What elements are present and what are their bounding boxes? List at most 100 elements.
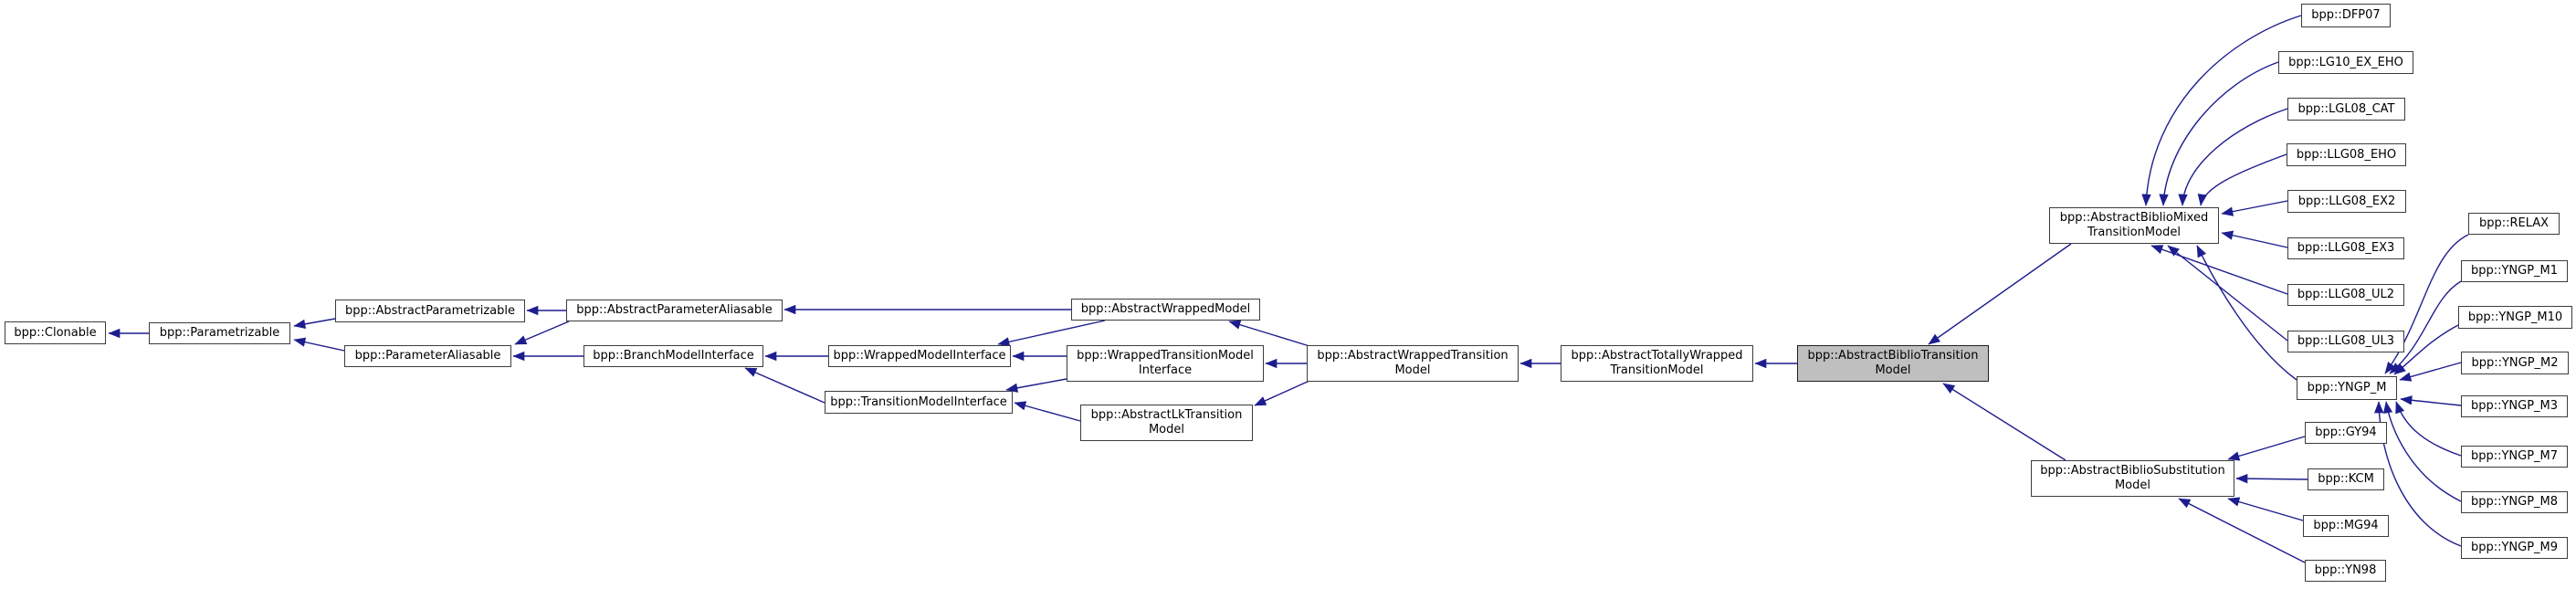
inheritance-edge-abstract_wrapped_model--wrapped_model_interface (997, 320, 1106, 347)
class-node-yngp_m2[interactable]: bpp::YNGP_M2 (2461, 352, 2569, 374)
class-node-clonable[interactable]: bpp::Clonable (5, 321, 106, 344)
class-node-label: bpp::GY94 (2315, 426, 2377, 439)
class-node-label: bpp::LLG08_EX3 (2297, 241, 2395, 255)
class-node-label: bpp::AbstractTotallyWrapped TransitionMo… (1571, 349, 1743, 377)
class-node-abstract_wrapped_transition_model[interactable]: bpp::AbstractWrappedTransition Model (1307, 345, 1519, 382)
class-node-label: bpp::YNGP_M7 (2470, 449, 2559, 463)
class-node-dfp07[interactable]: bpp::DFP07 (2301, 4, 2391, 27)
inheritance-edge-yngp_m2--yngp_m (2399, 362, 2462, 382)
class-node-branch_model_interface[interactable]: bpp::BranchModelInterface (584, 345, 763, 367)
class-node-label: bpp::YNGP_M8 (2470, 495, 2559, 509)
inheritance-edge-yn98--abstract_biblio_substitution_model (2178, 498, 2306, 563)
class-node-llg08_ex3[interactable]: bpp::LLG08_EX3 (2287, 237, 2404, 259)
inheritance-edge-yngp_m--abstract_biblio_mixed_transition_model (2196, 245, 2297, 381)
inheritance-edge-abstract_wrapped_transition_model--abstract_lk_transition_model (1254, 380, 1310, 406)
class-node-abstract_biblio_transition_model: bpp::AbstractBiblioTransition Model (1797, 345, 1989, 382)
inheritance-edge-llg08_ex2--abstract_biblio_mixed_transition_model (2221, 200, 2288, 216)
class-node-parametrizable[interactable]: bpp::Parametrizable (149, 322, 290, 344)
class-node-abstract_lk_transition_model[interactable]: bpp::AbstractLkTransition Model (1080, 405, 1253, 441)
class-node-label: bpp::YNGP_M (2307, 381, 2387, 394)
class-node-label: bpp::TransitionModelInterface (830, 394, 1007, 409)
inheritance-edge-abstract_biblio_mixed_transition_model--abstract_biblio_transition_model (1928, 243, 2072, 345)
class-node-transition_model_interface[interactable]: bpp::TransitionModelInterface (825, 391, 1013, 414)
class-node-abstract_parametrizable[interactable]: bpp::AbstractParametrizable (335, 300, 525, 322)
class-node-label: bpp::LLG08_EX2 (2297, 194, 2396, 208)
inheritance-edge-parameter_aliasable--parametrizable (293, 337, 345, 352)
class-node-label: bpp::YN98 (2314, 563, 2377, 577)
inheritance-edge-yngp_m3--yngp_m (2400, 395, 2462, 406)
class-node-label: bpp::RELAX (2478, 216, 2550, 230)
class-node-lgl08_cat[interactable]: bpp::LGL08_CAT (2287, 98, 2405, 121)
class-node-yngp_m10[interactable]: bpp::YNGP_M10 (2458, 306, 2572, 329)
class-node-llg08_ex2[interactable]: bpp::LLG08_EX2 (2287, 190, 2406, 213)
inheritance-edge-yngp_m8--yngp_m (2382, 401, 2462, 502)
class-node-label: bpp::MG94 (2313, 519, 2379, 532)
class-node-yn98[interactable]: bpp::YN98 (2305, 560, 2386, 582)
class-node-lg10_ex_eho[interactable]: bpp::LG10_EX_EHO (2278, 51, 2413, 74)
class-node-abstract_biblio_substitution_model[interactable]: bpp::AbstractBiblioSubstitution Model (2031, 460, 2234, 497)
class-node-wrapped_model_interface[interactable]: bpp::WrappedModelInterface (828, 345, 1011, 367)
class-node-label: bpp::AbstractBiblioSubstitution Model (2040, 464, 2225, 492)
class-node-label: bpp::AbstractParametrizable (345, 303, 515, 318)
class-node-label: bpp::LLG08_EHO (2296, 147, 2397, 162)
class-node-label: bpp::KCM (2318, 472, 2374, 486)
class-node-abstract_parameter_aliasable[interactable]: bpp::AbstractParameterAliasable (566, 300, 783, 321)
class-node-parameter_aliasable[interactable]: bpp::ParameterAliasable (344, 345, 511, 367)
inheritance-edge-llg08_ul3--abstract_biblio_mixed_transition_model (2167, 245, 2288, 342)
class-node-llg08_ul2[interactable]: bpp::LLG08_UL2 (2287, 284, 2404, 306)
class-node-label: bpp::WrappedModelInterface (833, 349, 1006, 363)
class-node-label: bpp::BranchModelInterface (593, 349, 754, 363)
class-node-abstract_totally_wrapped_transition_model[interactable]: bpp::AbstractTotallyWrapped TransitionMo… (1561, 345, 1753, 382)
inheritance-edge-abstract_wrapped_transition_model--abstract_wrapped_model (1228, 320, 1310, 347)
class-node-label: bpp::LG10_EX_EHO (2288, 55, 2403, 69)
class-node-label: bpp::LLG08_UL3 (2297, 334, 2395, 348)
inheritance-edge-wrapped_transition_model_interface--transition_model_interface (1005, 378, 1067, 393)
inheritance-edge-llg08_ex3--abstract_biblio_mixed_transition_model (2221, 230, 2288, 248)
inheritance-edge-abstract_parametrizable--parametrizable (293, 318, 336, 329)
class-node-label: bpp::YNGP_M2 (2471, 355, 2559, 370)
inheritance-edge-yngp_m1--yngp_m (2389, 280, 2462, 374)
class-node-yngp_m[interactable]: bpp::YNGP_M (2297, 376, 2397, 400)
inheritance-edge-dfp07--abstract_biblio_mixed_transition_model (2141, 15, 2302, 206)
inheritance-edge-abstract_biblio_substitution_model--abstract_biblio_transition_model (1942, 383, 2066, 461)
inheritance-edge-abstract_parameter_aliasable--parameter_aliasable (514, 321, 570, 345)
class-node-label: bpp::YNGP_M3 (2470, 399, 2559, 413)
class-node-label: bpp::YNGP_M9 (2470, 541, 2559, 554)
class-node-abstract_wrapped_model[interactable]: bpp::AbstractWrappedModel (1071, 299, 1260, 321)
class-node-label: bpp::Clonable (14, 325, 97, 340)
class-node-mg94[interactable]: bpp::MG94 (2303, 515, 2389, 537)
class-node-yngp_m8[interactable]: bpp::YNGP_M8 (2461, 491, 2568, 513)
class-node-label: bpp::ParameterAliasable (354, 349, 501, 363)
class-node-gy94[interactable]: bpp::GY94 (2305, 422, 2387, 444)
class-node-label: bpp::AbstractBiblioMixed TransitionModel (2059, 211, 2209, 239)
class-node-yngp_m7[interactable]: bpp::YNGP_M7 (2461, 446, 2568, 468)
inheritance-edge-lg10_ex_eho--abstract_biblio_mixed_transition_model (2159, 61, 2279, 206)
inheritance-edge-relax--yngp_m (2384, 234, 2469, 374)
inheritance-edge-yngp_m10--yngp_m (2393, 324, 2459, 375)
class-node-label: bpp::AbstractBiblioTransition Model (1807, 349, 1979, 377)
inheritance-edge-lgl08_cat--abstract_biblio_mixed_transition_model (2178, 108, 2288, 206)
class-node-abstract_biblio_mixed_transition_model[interactable]: bpp::AbstractBiblioMixed TransitionModel (2049, 207, 2219, 244)
class-node-llg08_eho[interactable]: bpp::LLG08_EHO (2287, 143, 2406, 166)
class-node-label: bpp::YNGP_M10 (2467, 310, 2563, 324)
class-node-label: bpp::AbstractWrappedModel (1080, 302, 1251, 316)
class-node-yngp_m9[interactable]: bpp::YNGP_M9 (2461, 537, 2568, 559)
class-node-wrapped_transition_model_interface[interactable]: bpp::WrappedTransitionModel Interface (1067, 345, 1264, 382)
class-node-relax[interactable]: bpp::RELAX (2468, 213, 2560, 235)
class-node-label: bpp::AbstractWrappedTransition Model (1317, 349, 1509, 377)
class-node-kcm[interactable]: bpp::KCM (2308, 468, 2384, 490)
inheritance-edge-llg08_eho--abstract_biblio_mixed_transition_model (2197, 153, 2287, 206)
inheritance-edge-mg94--abstract_biblio_substitution_model (2227, 497, 2304, 521)
class-node-llg08_ul3[interactable]: bpp::LLG08_UL3 (2287, 331, 2404, 352)
class-node-label: bpp::WrappedTransitionModel Interface (1077, 349, 1254, 377)
inheritance-edge-gy94--abstract_biblio_substitution_model (2227, 436, 2306, 461)
class-node-label: bpp::LGL08_CAT (2297, 101, 2395, 116)
class-node-label: bpp::AbstractLkTransition Model (1090, 408, 1243, 436)
class-node-yngp_m3[interactable]: bpp::YNGP_M3 (2461, 395, 2568, 417)
class-node-yngp_m1[interactable]: bpp::YNGP_M1 (2461, 260, 2568, 282)
inheritance-edge-transition_model_interface--branch_model_interface (744, 367, 825, 404)
class-node-label: bpp::Parametrizable (159, 326, 280, 340)
inheritance-edge-yngp_m7--yngp_m (2395, 401, 2462, 457)
